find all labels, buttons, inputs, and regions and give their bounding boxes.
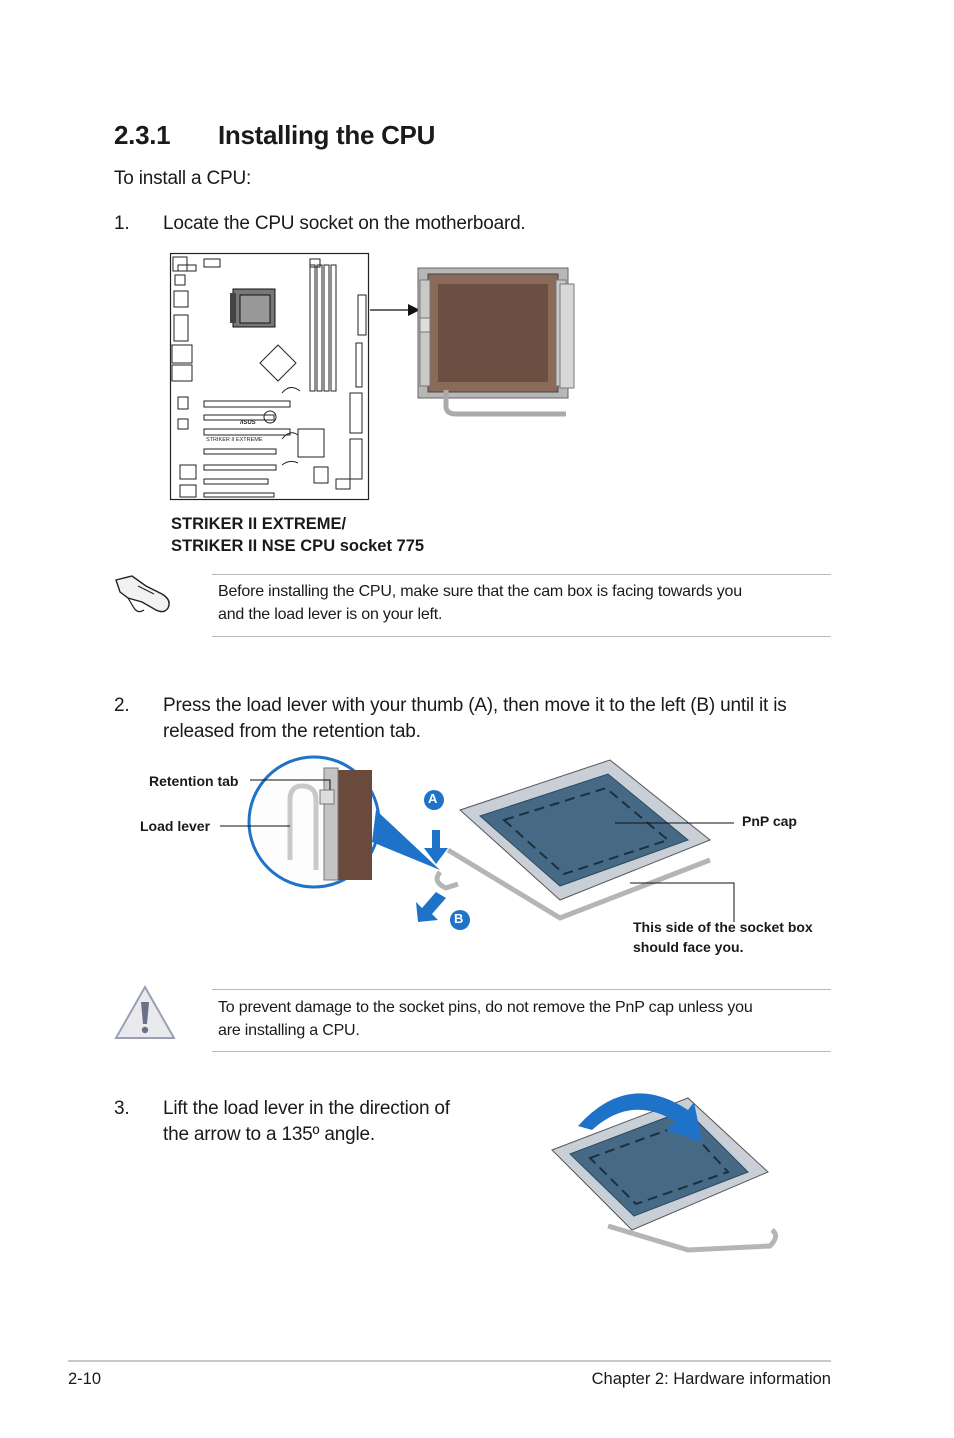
pointer-arrow [370,304,420,316]
board-label: STRIKER II EXTREME [206,437,263,443]
lever-lift-photo [548,1080,778,1260]
load-lever-label: Load lever [140,818,211,834]
lever-diagram: Retention tab Load lever PnP cap This si… [140,750,840,970]
step-3-text-line2: the arrow to a 135º angle. [163,1124,375,1145]
step-2-number: 2. [114,695,130,716]
socket-side-label-line1: This side of the socket box [633,919,813,935]
marker-a: A [428,791,438,806]
note2-line1: To prevent damage to the socket pins, do… [218,999,753,1016]
step-2-text-line2: released from the retention tab. [163,721,421,742]
section-title: Installing the CPU [218,120,436,150]
note1-line2: and the load lever is on your left. [218,606,443,623]
note2-line2: are installing a CPU. [218,1022,360,1039]
page-number: 2-10 [68,1370,102,1388]
note1-line1: Before installing the CPU, make sure tha… [218,583,742,600]
step-1-text: Locate the CPU socket on the motherboard… [163,213,526,234]
note2-top-rule [212,989,831,990]
retention-tab-label: Retention tab [149,773,239,789]
motherboard-diagram: /ISUS STRIKER II EXTREME [169,252,370,501]
figure1-caption-line1: STRIKER II EXTREME/ [171,515,347,533]
hand-pointing-icon [115,575,170,613]
chapter-title: Chapter 2: Hardware information [591,1370,831,1388]
pnp-cap-label: PnP cap [742,813,797,829]
figure1-caption-line2: STRIKER II NSE CPU socket 775 [171,537,425,555]
step-3-text-line1: Lift the load lever in the direction of [163,1098,450,1119]
warning-triangle-icon [114,984,176,1039]
note1-bottom-rule [212,636,831,637]
note2-bottom-rule [212,1051,831,1052]
footer-rule [68,1360,831,1362]
step-1-number: 1. [114,213,130,234]
note1-top-rule [212,574,831,575]
step-3-number: 3. [114,1098,130,1119]
section-number: 2.3.1 [114,120,171,150]
brand-label: /ISUS [240,420,256,426]
marker-b: B [454,911,464,926]
cpu-socket-photo [416,262,580,420]
intro-text: To install a CPU: [114,168,252,189]
socket-side-label-line2: should face you. [633,939,744,955]
step-2-text-line1: Press the load lever with your thumb (A)… [163,695,787,716]
